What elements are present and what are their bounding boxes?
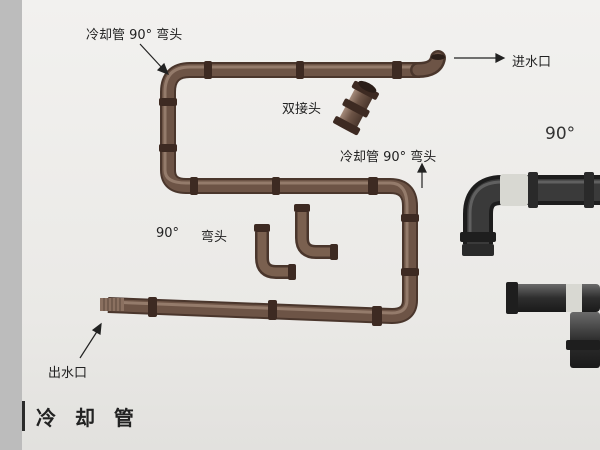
label-inlet: 进水口 bbox=[512, 55, 552, 70]
cooling-pipe bbox=[107, 62, 420, 324]
small-elbow-left bbox=[254, 224, 296, 280]
title-accent-bar bbox=[22, 401, 25, 431]
small-elbow-right bbox=[294, 204, 338, 260]
arrow-outlet bbox=[79, 322, 102, 359]
label-outlet: 出水口 bbox=[48, 366, 88, 381]
arrow-elbow-right bbox=[417, 162, 427, 188]
arrow-inlet bbox=[454, 53, 506, 63]
label-elbow-top: 冷却管 90° 弯头 bbox=[86, 28, 183, 43]
label-elbow-right: 冷却管 90° 弯头 bbox=[340, 150, 437, 165]
black-tee-fitting bbox=[506, 282, 600, 368]
outlet-end bbox=[100, 298, 124, 311]
label-elbow-mid-text: 弯头 bbox=[201, 230, 228, 245]
arrow-elbow-top bbox=[139, 43, 170, 76]
page-title: 冷 却 管 bbox=[36, 406, 140, 430]
double-joint bbox=[333, 80, 379, 136]
label-elbow-mid-num: 90° bbox=[156, 226, 180, 241]
inlet-hook bbox=[410, 50, 446, 78]
pipe-rings bbox=[148, 61, 419, 326]
black-elbow-fitting bbox=[460, 172, 600, 256]
label-corner-90: 90° bbox=[545, 124, 576, 144]
label-double-joint: 双接头 bbox=[282, 102, 322, 117]
